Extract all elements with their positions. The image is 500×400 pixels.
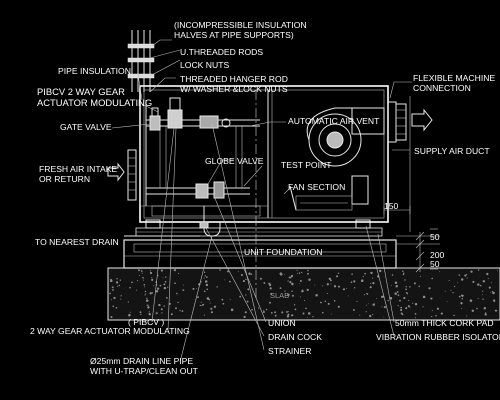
dim-50-top-label: 50: [430, 232, 440, 242]
pipe-insulation-label: PIPE INSULATION: [58, 66, 131, 76]
ahu-cabinet: [139, 85, 389, 223]
test-point-label: TEST POINT: [281, 160, 332, 170]
automatic-air-vent-label: AUTOMATIC AIR VENT: [288, 116, 380, 126]
hanger-rods: [127, 30, 155, 92]
cork-pad-label: 50mm THICK CORK PAD: [395, 318, 494, 328]
unit-foundation-label: UNIT FOUNDATION: [244, 247, 322, 257]
gate-valve-drawing: [149, 107, 161, 131]
dim-150-label: 150: [384, 201, 399, 211]
cork-pad: [135, 227, 383, 237]
lock-nuts-label: LOCK NUTS: [180, 60, 229, 70]
to-nearest-drain-label: TO NEAREST DRAIN: [35, 237, 119, 247]
pibcv-valve-drawing: [167, 97, 183, 129]
strainer-drawing: [199, 115, 231, 129]
leader-lines: [111, 39, 412, 363]
slab-label: SLAB: [270, 291, 289, 300]
union-label: UNION: [268, 318, 296, 328]
slab-hatch: [109, 268, 498, 319]
gear-actuator-label: 2 WAY GEAR ACTUATOR MODULATING: [30, 326, 190, 336]
drain-cock-label: DRAIN COCK: [268, 332, 322, 342]
flexible-connection: [387, 101, 433, 143]
fresh-air-intake-drawing: [107, 149, 137, 201]
pibcv-label: ( PIBCV ): [128, 317, 164, 327]
dim-200-label: 200: [430, 250, 445, 260]
unit-foundation-block: [123, 239, 397, 269]
dimension-lines: [383, 206, 440, 273]
threaded-rods-label: U.THREADED RODS: [180, 47, 263, 57]
fan-section-drawing: [289, 107, 385, 211]
vibration-isolator-label: VIBRATION RUBBER ISOLATOR: [376, 332, 500, 342]
supply-air-duct-label: SUPPLY AIR DUCT: [414, 146, 490, 156]
globe-valve-label: GLOBE VALVE: [205, 156, 264, 166]
globe-valve-drawing: [195, 181, 225, 199]
vibration-isolators: [145, 219, 371, 229]
fan-section-label: FAN SECTION: [288, 182, 345, 192]
gate-valve-label: GATE VALVE: [60, 122, 112, 132]
dim-50-bottom-label: 50: [430, 259, 440, 269]
strainer-label: STRAINER: [268, 346, 311, 356]
slab: [107, 267, 500, 321]
